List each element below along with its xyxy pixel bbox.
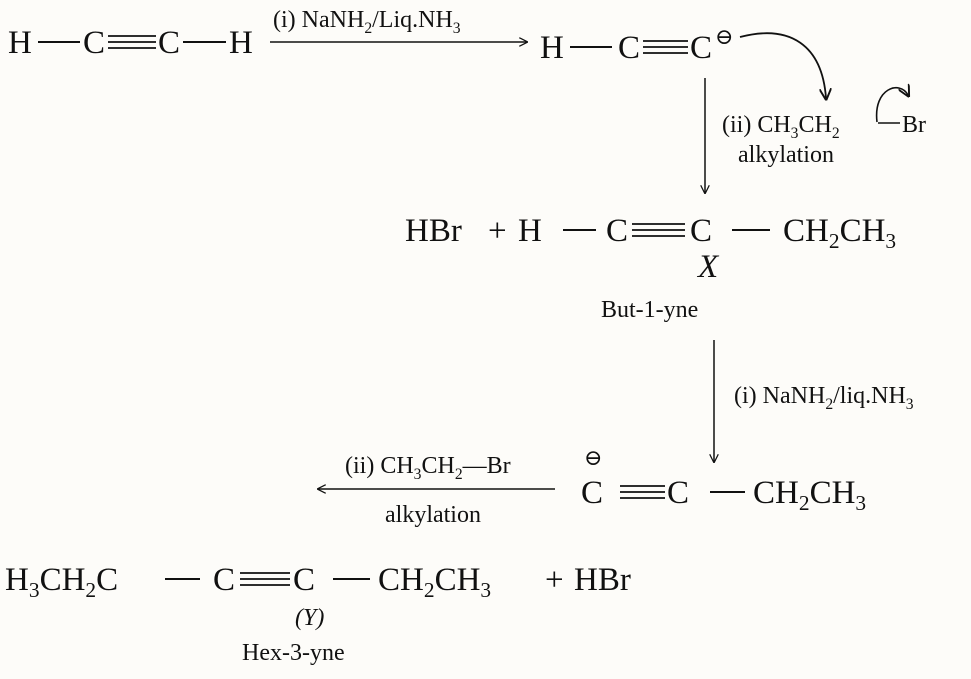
compound-name: Hex-3-yne bbox=[242, 640, 345, 666]
atom-h: H bbox=[8, 25, 32, 61]
atom-h: H bbox=[229, 25, 253, 61]
hex-3-yne-product: H3CH2C C C CH2CH3 + HBr bbox=[5, 562, 631, 602]
atom-br: Br bbox=[902, 112, 926, 138]
compound-label-y: (Y) bbox=[295, 605, 324, 631]
acetylide-anion: H C C ⊖ bbox=[540, 24, 733, 66]
atom-c: C bbox=[293, 562, 315, 598]
triple-bond bbox=[108, 35, 156, 49]
reagent-nanh2-liq-nh3: (i) NaNH2/Liq.NH3 bbox=[273, 7, 461, 37]
atom-c: C bbox=[581, 475, 603, 511]
ethyl-group: CH2CH3 bbox=[753, 475, 866, 515]
negative-charge: ⊖ bbox=[584, 445, 602, 470]
atom-c: C bbox=[83, 25, 105, 61]
triple-bond bbox=[240, 572, 290, 586]
bond-cleavage-arrow bbox=[875, 88, 908, 123]
but-1-yne-product: HBr + H C C CH2CH3 bbox=[405, 213, 896, 253]
triple-bond bbox=[620, 485, 665, 499]
atom-h: H bbox=[540, 30, 564, 66]
compound-name: But-1-yne bbox=[601, 297, 698, 323]
ethyl-group: CH2CH3 bbox=[783, 213, 896, 253]
ethyne: H C C H bbox=[8, 25, 253, 61]
atom-c: C bbox=[690, 213, 712, 249]
butynide-anion: ⊖ C C CH2CH3 bbox=[581, 445, 866, 515]
atom-c: C bbox=[690, 30, 712, 66]
atom-c: C bbox=[213, 562, 235, 598]
plus-sign: + bbox=[488, 213, 507, 249]
reaction-type-label: alkylation bbox=[385, 502, 481, 528]
hbr: HBr bbox=[574, 562, 631, 598]
plus-sign: + bbox=[545, 562, 564, 598]
atom-c: C bbox=[606, 213, 628, 249]
reagent-ethyl-bromide: (ii) CH3CH2—Br bbox=[345, 453, 511, 483]
ethyl-group: CH2CH3 bbox=[378, 562, 491, 602]
atom-c: C bbox=[618, 30, 640, 66]
reagent-ethyl-bromide: (ii) CH3CH2 bbox=[722, 112, 840, 142]
hbr: HBr bbox=[405, 213, 462, 249]
reagent-nanh2-liq-nh3: (i) NaNH2/liq.NH3 bbox=[734, 383, 914, 413]
negative-charge: ⊖ bbox=[715, 24, 733, 49]
atom-c: C bbox=[158, 25, 180, 61]
atom-c: C bbox=[667, 475, 689, 511]
triple-bond bbox=[643, 40, 688, 54]
atom-h: H bbox=[518, 213, 542, 249]
reaction-type-label: alkylation bbox=[738, 142, 834, 168]
triple-bond bbox=[632, 223, 685, 237]
ethyl-group: H3CH2C bbox=[5, 562, 118, 602]
compound-label-x: X bbox=[696, 249, 720, 285]
nucleophilic-attack-arrow bbox=[739, 32, 826, 98]
